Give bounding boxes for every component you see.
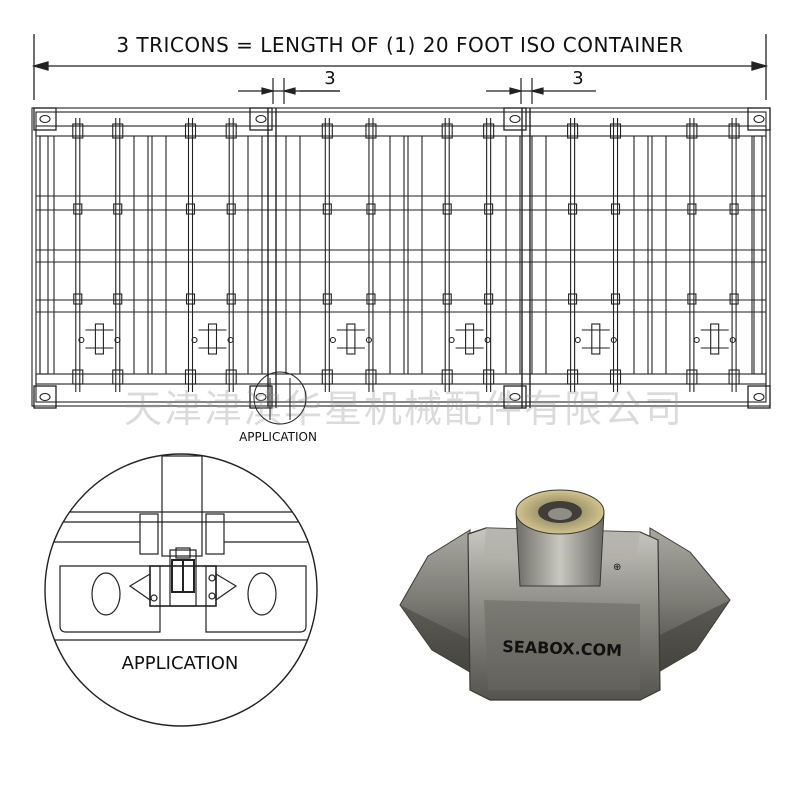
dimension-label-left: 3	[324, 68, 335, 89]
application-label-detail: APPLICATION	[122, 653, 239, 674]
overall-dimension-line	[31, 34, 769, 100]
magnified-detail-icon	[44, 453, 318, 727]
dimension-callout-right	[486, 78, 596, 104]
stamp-mark: ⊕	[613, 562, 621, 573]
dimension-callout-left	[238, 78, 340, 104]
application-label-small: APPLICATION	[239, 430, 317, 444]
shipping-container-icon	[31, 107, 771, 409]
application-callout	[253, 371, 307, 425]
watermark-text: 天津津滨华星机械配件有限公司	[124, 387, 684, 431]
product-marking: SEABOX.COM	[502, 637, 622, 660]
diagram-title: 3 TRICONS = LENGTH OF (1) 20 FOOT ISO CO…	[116, 33, 683, 57]
dimension-label-right: 3	[572, 68, 583, 89]
tricon-connector-icon: SEABOX.COM ⊕	[399, 489, 731, 701]
